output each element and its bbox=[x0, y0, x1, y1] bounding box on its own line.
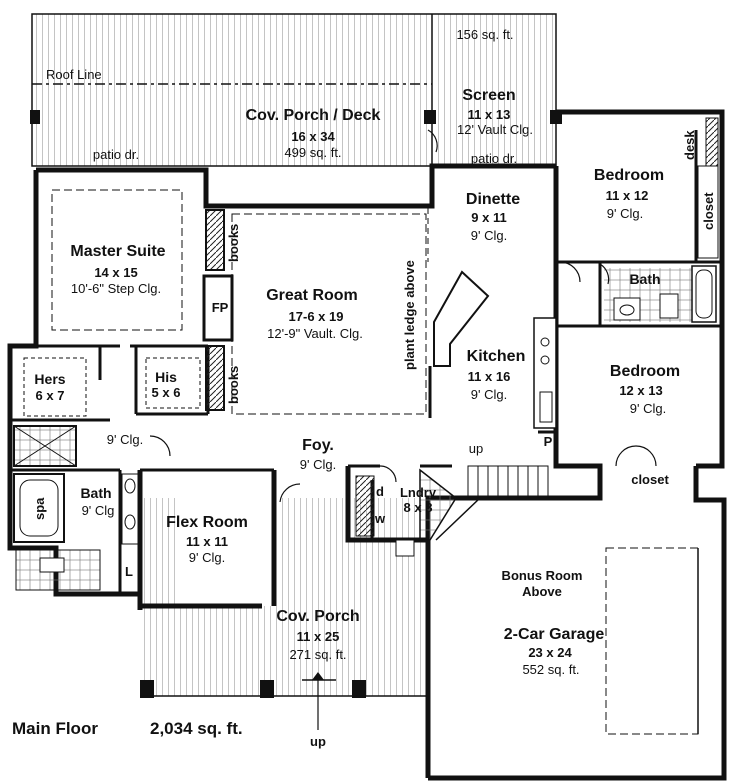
kitchen-dims: 11 x 16 bbox=[467, 369, 511, 384]
flex-room-dims: 11 x 11 bbox=[186, 534, 228, 549]
garage-dims: 23 x 24 bbox=[528, 645, 572, 660]
bedroom1-ceiling: 9' Clg. bbox=[606, 206, 644, 221]
patio-door-label-2: patio dr. bbox=[470, 151, 518, 166]
screen-name: Screen bbox=[462, 87, 516, 104]
kitchen-ceiling: 9' Clg. bbox=[470, 387, 508, 402]
stairs-up-label: up bbox=[468, 441, 484, 456]
floor-area: 2,034 sq. ft. bbox=[150, 719, 243, 738]
hall-ceiling: 9' Clg. bbox=[106, 432, 144, 447]
great-room-name: Great Room bbox=[266, 287, 358, 304]
his-name: His bbox=[155, 369, 177, 385]
bookshelf-bottom bbox=[205, 345, 225, 411]
garage-area-label: 552 sq. ft. bbox=[522, 662, 580, 677]
kitchen-name: Kitchen bbox=[466, 348, 526, 365]
great-room-ceiling: 12'-9" Vault. Clg. bbox=[267, 326, 363, 341]
laundry-dims: 8 x 8 bbox=[403, 500, 433, 515]
pantry-label: P bbox=[543, 434, 553, 449]
bedroom1-dims: 11 x 12 bbox=[605, 188, 649, 203]
master-bath-ceiling: 9' Clg bbox=[81, 503, 115, 518]
flex-room-name: Flex Room bbox=[166, 514, 248, 531]
great-room-dims: 17-6 x 19 bbox=[288, 309, 344, 324]
foyer-ceiling: 9' Clg. bbox=[299, 457, 337, 472]
spa-label: spa bbox=[32, 497, 47, 520]
hers-dims: 6 x 7 bbox=[35, 388, 65, 403]
bedroom2-dims: 12 x 13 bbox=[619, 383, 663, 398]
desk-label: desk bbox=[682, 130, 697, 160]
screen-area bbox=[432, 14, 556, 164]
screen-area-label: 156 sq. ft. bbox=[456, 27, 514, 42]
cov-porch-area-label: 271 sq. ft. bbox=[289, 647, 347, 662]
linen-label: L bbox=[125, 564, 133, 579]
master-suite-ceiling: 10'-6" Step Clg. bbox=[70, 281, 162, 296]
cov-porch-deck-area bbox=[32, 14, 432, 166]
cov-porch-deck-dims: 16 x 34 bbox=[291, 129, 335, 144]
cov-porch-deck-name: Cov. Porch / Deck bbox=[245, 107, 381, 124]
cov-porch-name: Cov. Porch bbox=[276, 608, 360, 625]
laundry-name: Lndry bbox=[399, 485, 437, 500]
hers-name: Hers bbox=[34, 371, 66, 387]
kitchen-island bbox=[433, 270, 490, 367]
master-bath-name: Bath bbox=[80, 485, 112, 501]
stairs bbox=[467, 465, 549, 499]
bonus-room-label: Bonus Room Above bbox=[501, 568, 583, 599]
washer-label: w bbox=[374, 511, 386, 526]
bedroom2-ceiling: 9' Clg. bbox=[629, 401, 667, 416]
closet-bedroom2-label: closet bbox=[631, 472, 669, 487]
bookshelf-top bbox=[205, 209, 225, 271]
garage-name: 2-Car Garage bbox=[503, 626, 605, 643]
fireplace bbox=[202, 274, 234, 342]
roof-line-label: Roof Line bbox=[46, 67, 102, 82]
screen-dims: 11 x 13 bbox=[467, 107, 511, 122]
dinette-ceiling: 9' Clg. bbox=[470, 228, 508, 243]
master-suite-dims: 14 x 15 bbox=[94, 265, 138, 280]
cov-porch-deck-area-label: 499 sq. ft. bbox=[284, 145, 342, 160]
dinette-name: Dinette bbox=[465, 191, 521, 208]
fireplace-label: FP bbox=[211, 300, 229, 315]
books-top-label: books bbox=[226, 223, 241, 262]
cov-porch-dims: 11 x 25 bbox=[296, 629, 340, 644]
foyer-name: Foy. bbox=[302, 437, 334, 454]
screen-ceiling: 12' Vault Clg. bbox=[457, 122, 533, 137]
patio-door-label-1: patio dr. bbox=[92, 147, 140, 162]
flex-room-ceiling: 9' Clg. bbox=[188, 550, 226, 565]
floor-name: Main Floor bbox=[12, 719, 98, 738]
bedroom2-name: Bedroom bbox=[609, 363, 681, 380]
dryer-label: d bbox=[376, 484, 384, 499]
bedroom1-closet-label: closet bbox=[701, 192, 716, 230]
bath-hall-name: Bath bbox=[629, 271, 661, 287]
his-dims: 5 x 6 bbox=[151, 385, 181, 400]
dinette-dims: 9 x 11 bbox=[471, 210, 507, 225]
bedroom1-name: Bedroom bbox=[593, 167, 665, 184]
master-suite-name: Master Suite bbox=[70, 243, 166, 260]
entry-up-label: up bbox=[310, 734, 326, 749]
plant-ledge-label: plant ledge above bbox=[402, 260, 417, 370]
books-bottom-label: books bbox=[226, 365, 241, 404]
